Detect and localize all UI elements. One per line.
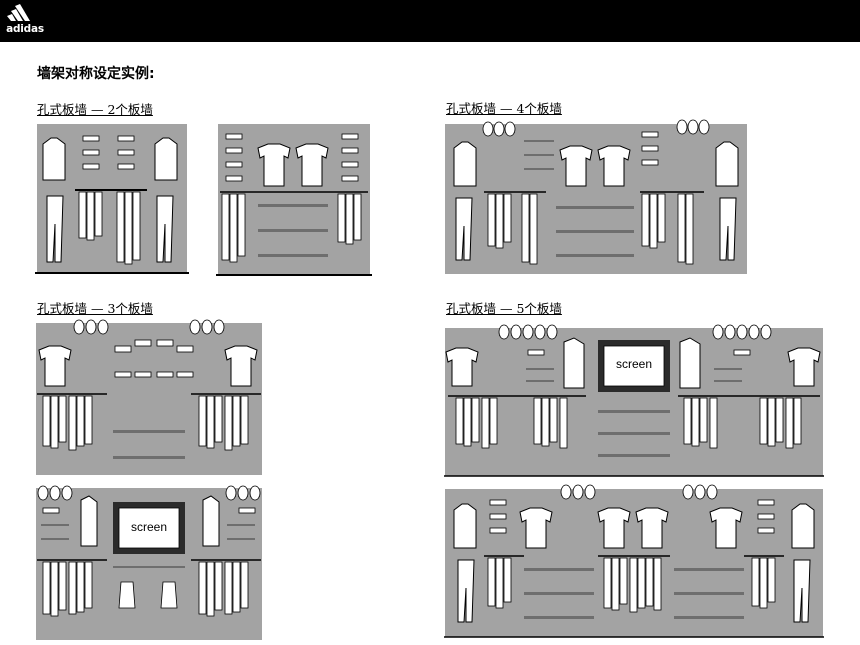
wall-5-bottom: [444, 482, 824, 640]
wall-3-bottom: screen: [35, 484, 263, 640]
brand-wordmark: adidas: [6, 23, 44, 35]
header-bar: adidas: [0, 0, 860, 42]
caption-3-walls: 孔式板墙 — 3个板墙: [37, 301, 153, 316]
screen-label: screen: [131, 520, 167, 534]
wall-4: [444, 118, 748, 276]
wall-2-right: [216, 124, 372, 278]
wall-5-top: screen: [444, 320, 824, 478]
caption-2-walls: 孔式板墙 — 2个板墙: [37, 102, 153, 117]
wall-2-left: [35, 124, 189, 275]
caption-4-walls: 孔式板墙 — 4个板墙: [446, 101, 562, 116]
page-title: 墙架对称设定实例:: [37, 66, 155, 82]
adidas-logo[interactable]: adidas: [3, 4, 44, 36]
caption-5-walls: 孔式板墙 — 5个板墙: [446, 301, 562, 316]
wall-3-top: [35, 318, 263, 476]
screen-label: screen: [616, 357, 652, 371]
three-stripes-icon: [7, 4, 30, 21]
